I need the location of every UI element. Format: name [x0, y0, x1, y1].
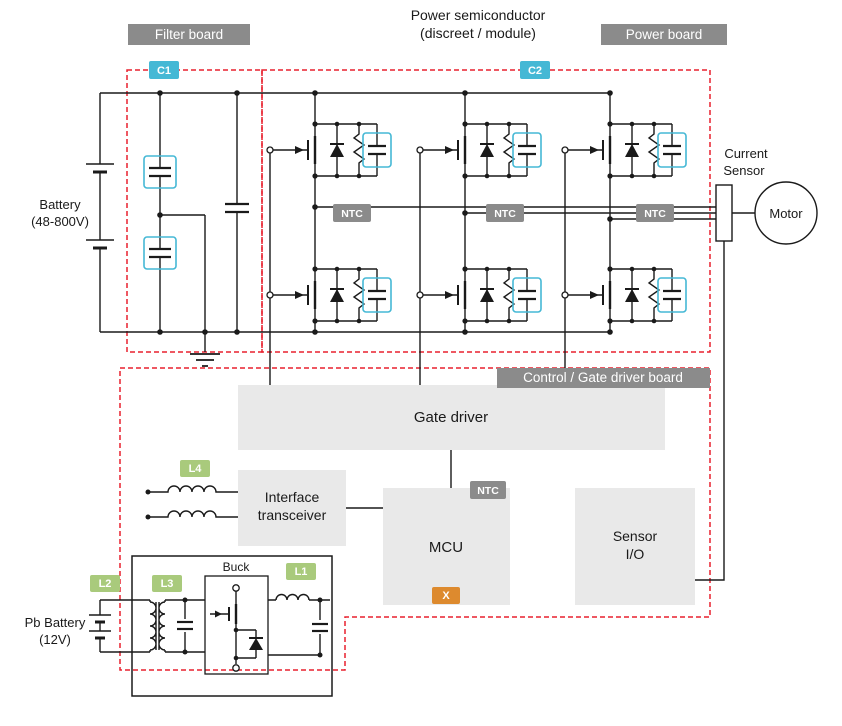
mcu-block [383, 488, 510, 605]
pb-battery-symbol [89, 614, 111, 640]
mcu-label: MCU [429, 539, 463, 556]
pb-battery-label-1: Pb Battery [25, 615, 86, 630]
battery-label-2: (48-800V) [31, 214, 89, 229]
buck-label: Buck [223, 560, 251, 574]
buck-converter-box [204, 575, 269, 675]
gate-driver-label: Gate driver [414, 409, 488, 426]
l4-label: L4 [189, 463, 203, 475]
pb-battery-label-2: (12V) [39, 632, 71, 647]
current-sensor-symbol [715, 184, 733, 242]
ntc-label-1: NTC [341, 208, 363, 220]
current-sensor-label-1: Current [724, 146, 768, 161]
interface-label-2: transceiver [258, 507, 327, 523]
l1-badge [286, 563, 316, 580]
gate-terminals [266, 146, 569, 299]
interface-label-1: Interface [265, 489, 320, 505]
ntc-badge-3 [636, 204, 674, 222]
mosfet-cell-leg2-bottom [418, 265, 543, 325]
filter-board-outline [126, 69, 263, 353]
ntc-badge-1 [333, 204, 371, 222]
battery-label-1: Battery [39, 197, 81, 212]
mosfet-cell-leg1-bottom [268, 265, 393, 325]
power-wires [86, 92, 755, 581]
c1-label: C1 [157, 65, 171, 77]
power-semiconductor-title-1: Power semiconductor [411, 7, 546, 23]
l2-badge [90, 575, 120, 592]
mosfet-cell-leg1-top [268, 120, 393, 180]
ntc-badge-2 [486, 204, 524, 222]
power-board-badge [601, 24, 727, 45]
l3-badge [152, 575, 182, 592]
control-wires [145, 450, 452, 520]
buck-mosfet-symbol [210, 584, 257, 672]
power-board-outline [261, 69, 711, 353]
ntc-label-2: NTC [494, 208, 516, 220]
control-board-badge [497, 368, 710, 388]
filter-board-badge [128, 24, 250, 45]
filter-board-label: Filter board [155, 27, 223, 42]
power-semiconductor-title-2: (discreet / module) [420, 25, 536, 41]
mosfet-cell-leg2-top [418, 120, 543, 180]
ntc-badge-mcu [470, 481, 506, 499]
motor-label: Motor [769, 206, 803, 221]
aux-supply-section [89, 555, 333, 697]
x-badge [432, 587, 460, 604]
sensor-io-label-2: I/O [626, 546, 645, 562]
l1-label: L1 [295, 566, 308, 578]
supply-outer-box [131, 555, 333, 697]
buck-diode-symbol [249, 637, 263, 650]
l2-label: L2 [99, 578, 112, 590]
motor-symbol [754, 181, 818, 245]
l4-badge [180, 460, 210, 477]
current-sensor-label-2: Sensor [723, 163, 765, 178]
ground-symbol [190, 353, 220, 367]
dc-link-capacitor [225, 202, 249, 214]
c2-badge [520, 61, 550, 79]
ntc-label-3: NTC [644, 208, 666, 220]
mosfet-cell-leg3-bottom [563, 265, 688, 325]
ntc-badges: NTC NTC NTC [333, 204, 674, 222]
gate-driver-block [238, 385, 665, 450]
c1-badge [149, 61, 179, 79]
hv-battery-symbol [86, 163, 114, 250]
x-label: X [442, 590, 450, 602]
ntc-label-mcu: NTC [477, 485, 499, 497]
c2-label: C2 [528, 65, 542, 77]
control-board-outline [119, 367, 711, 671]
power-board-label: Power board [626, 27, 703, 42]
control-board-label: Control / Gate driver board [523, 370, 683, 385]
interface-transceiver-block [238, 470, 346, 546]
filter-capacitor-2 [142, 235, 178, 271]
sensor-io-label-1: Sensor [613, 528, 658, 544]
mosfet-cell-leg3-top [563, 120, 688, 180]
filter-capacitor-1 [142, 154, 178, 190]
sensor-io-block [575, 488, 695, 605]
junction-dots [157, 90, 613, 335]
l3-label: L3 [161, 578, 174, 590]
